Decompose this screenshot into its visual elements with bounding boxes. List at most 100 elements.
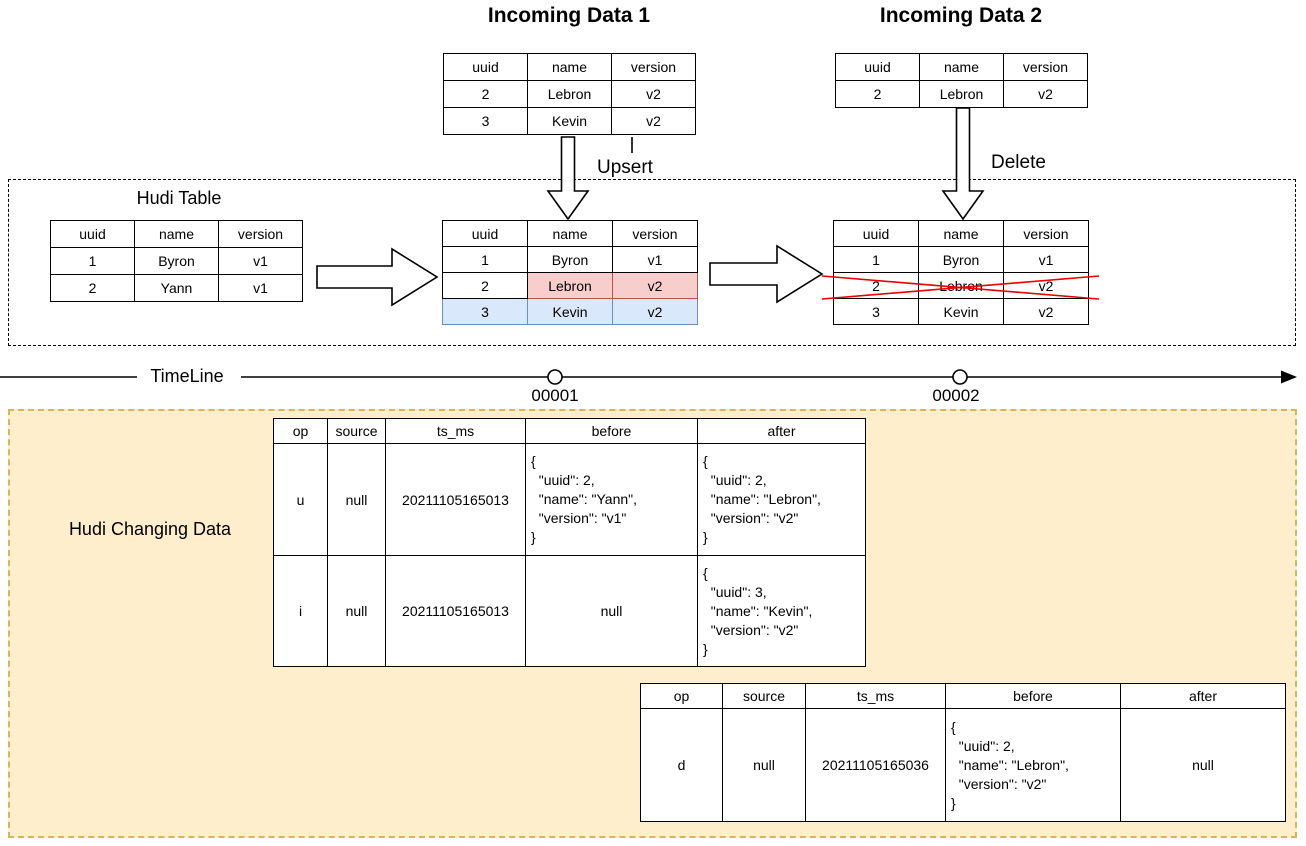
header-cell: name bbox=[918, 220, 1004, 247]
timeline-label: TimeLine bbox=[150, 366, 224, 386]
incoming-data-1-table: uuid name version 2 Lebron v2 3 Kevin v2 bbox=[443, 53, 696, 135]
hudi-after-upsert-table: uuid name version 1 Byron v1 2 Lebron v2… bbox=[442, 220, 698, 325]
cell: v1 bbox=[218, 274, 303, 302]
table-row: 3 Kevin v2 bbox=[833, 298, 1089, 325]
header-cell: name bbox=[527, 53, 612, 81]
cell: Yann bbox=[134, 274, 219, 302]
hudi-table-region bbox=[8, 179, 1296, 346]
cell: 3 bbox=[443, 107, 528, 135]
hudi-table-title: Hudi Table bbox=[136, 188, 222, 208]
cell: 2 bbox=[835, 80, 920, 108]
updated-cell: Lebron bbox=[527, 272, 613, 299]
deleted-cell: 2 bbox=[833, 272, 919, 299]
incoming-data-1-title: Incoming Data 1 bbox=[487, 4, 651, 27]
hudi-after-delete-table: uuid name version 1 Byron v1 2 Lebron v2… bbox=[833, 220, 1089, 325]
header-cell: ts_ms bbox=[805, 683, 946, 709]
inserted-cell: Kevin bbox=[527, 298, 613, 325]
header-cell: source bbox=[327, 418, 386, 444]
header-cell: before bbox=[945, 683, 1121, 709]
after-cell: { "uuid": 3, "name": "Kevin", "version":… bbox=[697, 555, 866, 667]
header-cell: version bbox=[612, 220, 698, 247]
hudi-changing-data-title: Hudi Changing Data bbox=[68, 519, 232, 539]
timeline-arrowhead-icon bbox=[1281, 370, 1297, 384]
ts-cell: 20211105165013 bbox=[385, 443, 526, 556]
table-row-deleted: 2 Lebron v2 bbox=[833, 272, 1089, 299]
header-cell: version bbox=[611, 53, 696, 81]
op-cell: d bbox=[640, 708, 723, 822]
header-cell: name bbox=[919, 53, 1004, 81]
op-cell: u bbox=[273, 443, 328, 556]
commit-2-label: 00002 bbox=[932, 386, 980, 405]
before-cell: { "uuid": 2, "name": "Lebron", "version"… bbox=[945, 708, 1121, 822]
header-cell: after bbox=[697, 418, 866, 444]
header-cell: version bbox=[1003, 220, 1089, 247]
upsert-label: Upsert bbox=[597, 157, 653, 178]
hudi-initial-table: uuid name version 1 Byron v1 2 Yann v1 bbox=[50, 220, 303, 302]
header-cell: op bbox=[273, 418, 328, 444]
cell: v2 bbox=[1003, 298, 1089, 325]
source-cell: null bbox=[722, 708, 806, 822]
header-cell: name bbox=[134, 220, 219, 248]
cell: 2 bbox=[443, 80, 528, 108]
after-cell: null bbox=[1120, 708, 1286, 822]
cdc-table-commit1: op source ts_ms before after u null 2021… bbox=[273, 418, 866, 667]
deleted-cell: v2 bbox=[1003, 272, 1089, 299]
after-cell: { "uuid": 2, "name": "Lebron", "version"… bbox=[697, 443, 866, 556]
header-cell: before bbox=[525, 418, 698, 444]
header-cell: version bbox=[218, 220, 303, 248]
cdc-table-commit2: op source ts_ms before after d null 2021… bbox=[640, 683, 1286, 822]
header-row: uuid name version bbox=[443, 53, 696, 81]
table-row-inserted: 3 Kevin v2 bbox=[442, 298, 698, 325]
cell: Kevin bbox=[918, 298, 1004, 325]
delete-label: Delete bbox=[991, 152, 1046, 173]
table-row: 1 Byron v1 bbox=[442, 246, 698, 273]
inserted-cell: 3 bbox=[442, 298, 528, 325]
header-cell: uuid bbox=[442, 220, 528, 247]
table-row: 3 Kevin v2 bbox=[443, 107, 696, 135]
cell: 1 bbox=[50, 247, 135, 275]
cell: Byron bbox=[918, 246, 1004, 273]
commit-1-marker-icon bbox=[547, 369, 563, 385]
header-row: op source ts_ms before after bbox=[273, 418, 866, 444]
inserted-cell: v2 bbox=[612, 298, 698, 325]
table-row: 1 Byron v1 bbox=[50, 247, 303, 275]
header-row: uuid name version bbox=[442, 220, 698, 247]
commit-2-marker-icon bbox=[952, 369, 968, 385]
cell: v2 bbox=[611, 107, 696, 135]
cell: v2 bbox=[1003, 80, 1088, 108]
deleted-cell: Lebron bbox=[918, 272, 1004, 299]
cell: v2 bbox=[611, 80, 696, 108]
cell: 3 bbox=[833, 298, 919, 325]
cdc-row-delete: d null 20211105165036 { "uuid": 2, "name… bbox=[640, 708, 1286, 822]
before-cell: { "uuid": 2, "name": "Yann", "version": … bbox=[525, 443, 698, 556]
table-row: 2 Yann v1 bbox=[50, 274, 303, 302]
before-cell: null bbox=[525, 555, 698, 667]
cdc-row-insert: i null 20211105165013 null { "uuid": 3, … bbox=[273, 555, 866, 667]
cell: v1 bbox=[218, 247, 303, 275]
source-cell: null bbox=[327, 555, 386, 667]
commit-1-label: 00001 bbox=[531, 386, 579, 405]
cell: 1 bbox=[833, 246, 919, 273]
header-row: uuid name version bbox=[50, 220, 303, 248]
cell: 2 bbox=[50, 274, 135, 302]
table-row: 1 Byron v1 bbox=[833, 246, 1089, 273]
header-row: op source ts_ms before after bbox=[640, 683, 1286, 709]
header-cell: ts_ms bbox=[385, 418, 526, 444]
cell: Lebron bbox=[919, 80, 1004, 108]
header-cell: name bbox=[527, 220, 613, 247]
ts-cell: 20211105165013 bbox=[385, 555, 526, 667]
table-row-updated: 2 Lebron v2 bbox=[442, 272, 698, 299]
incoming-data-2-title: Incoming Data 2 bbox=[879, 4, 1043, 27]
ts-cell: 20211105165036 bbox=[805, 708, 946, 822]
cell: v1 bbox=[612, 246, 698, 273]
header-cell: after bbox=[1120, 683, 1286, 709]
cdc-row-update: u null 20211105165013 { "uuid": 2, "name… bbox=[273, 443, 866, 556]
source-cell: null bbox=[327, 443, 386, 556]
header-cell: uuid bbox=[833, 220, 919, 247]
header-row: uuid name version bbox=[833, 220, 1089, 247]
header-cell: uuid bbox=[50, 220, 135, 248]
table-row: 2 Lebron v2 bbox=[443, 80, 696, 108]
cell: Byron bbox=[134, 247, 219, 275]
header-cell: source bbox=[722, 683, 806, 709]
